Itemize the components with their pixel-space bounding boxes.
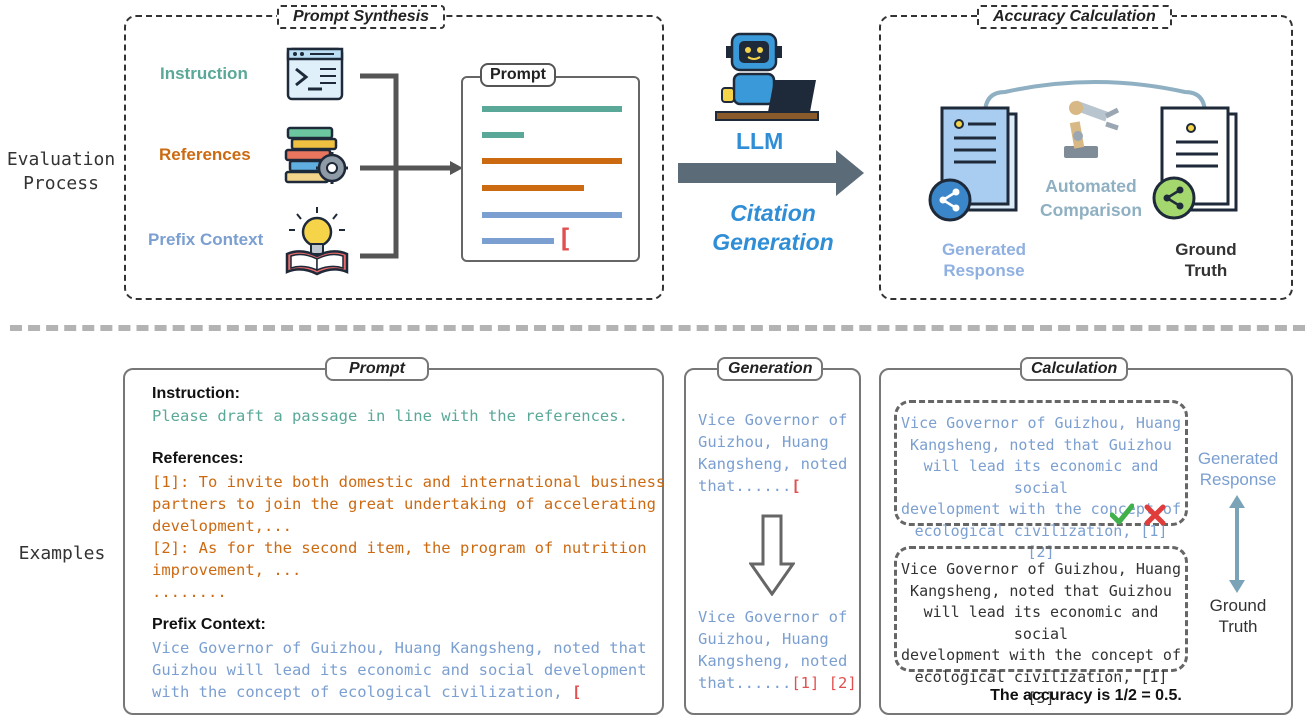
instruction-heading: Instruction: — [152, 385, 240, 402]
prompt-line-references-2 — [482, 185, 584, 191]
citation-generation-label: Citation Generation — [712, 200, 834, 255]
evaluation-process-label: Evaluation Process — [6, 149, 116, 194]
prompt-line-prefix-2 — [482, 238, 554, 244]
generation-before-text: Vice Governor of Guizhou, Huang Kangshen… — [698, 411, 848, 495]
process-arrow — [678, 150, 864, 196]
reference-line: [2]: As for the second item, the program… — [152, 539, 647, 557]
reference-line: ........ — [152, 583, 227, 601]
reference-line: development,... — [152, 517, 292, 535]
calc-ground-truth-label: Ground Truth — [1209, 596, 1267, 636]
prefix-line: Vice Governor of Guizhou, Huang Kangshen… — [152, 639, 647, 657]
accuracy-result: The accuracy is 1/2 = 0.5. — [990, 687, 1182, 704]
robot-laptop-icon — [715, 32, 819, 121]
prompt-line-references-1 — [482, 158, 622, 164]
prefix-context-heading: Prefix Context: — [152, 616, 266, 633]
cross-icon — [1144, 504, 1166, 526]
calc-truth-text: Vice Governor of Guizhou, Huang Kangshen… — [901, 560, 1181, 707]
prompt-synthesis-title: Prompt Synthesis — [277, 5, 446, 29]
prefix-line: Guizhou will lead its economic and socia… — [152, 661, 647, 679]
prompt-example-tab: Prompt — [325, 357, 429, 381]
terminal-icon — [286, 47, 344, 101]
references-text: [1]: To invite both domestic and interna… — [152, 471, 665, 603]
prefix-line: with the concept of ecological civilizat… — [152, 683, 582, 701]
calc-generated-response-label: Generated Response — [1197, 449, 1279, 489]
prompt-example-box — [123, 368, 664, 715]
prompt-card-title: Prompt — [480, 63, 556, 87]
instruction-text: Please draft a passage in line with the … — [152, 407, 628, 425]
books-gear-icon — [284, 126, 348, 184]
generation-after-text: Vice Governor of Guizhou, Huang Kangshen… — [698, 608, 857, 692]
generation-example-tab: Generation — [717, 357, 824, 381]
examples-label: Examples — [18, 543, 106, 564]
calc-generated-box — [894, 400, 1188, 526]
prefix-context-text: Vice Governor of Guizhou, Huang Kangshen… — [152, 637, 647, 703]
llm-label: LLM — [736, 128, 784, 154]
calc-truth-box — [894, 546, 1188, 672]
ground-truth-label: Ground Truth — [1175, 240, 1237, 280]
prompt-card — [461, 76, 640, 262]
calc-generated-text: Vice Governor of Guizhou, Huang Kangshen… — [901, 414, 1181, 561]
reference-line: partners to join the great undertaking o… — [152, 495, 656, 513]
prompt-card-bracket: [ — [557, 224, 573, 254]
prefix-bracket: [ — [571, 683, 582, 701]
ground-truth-document-icon — [1152, 106, 1238, 220]
prompt-line-instruction-1 — [482, 106, 622, 112]
prompt-line-instruction-2 — [482, 132, 524, 138]
connection-arc — [983, 80, 1207, 115]
references-heading: References: — [152, 450, 244, 467]
generated-response-label: Generated Response — [941, 240, 1027, 280]
generation-open-bracket: [ — [791, 477, 801, 495]
down-arrow-icon — [749, 514, 795, 596]
prompt-line-prefix-1 — [482, 212, 622, 218]
automated-comparison-label: Automated Comparison — [1039, 176, 1143, 220]
prefix-context-label: Prefix Context — [148, 230, 264, 249]
robotic-arm-icon — [1064, 100, 1120, 158]
merge-connector — [360, 73, 463, 259]
instruction-label: Instruction — [160, 64, 248, 83]
lightbulb-book-icon — [285, 207, 349, 276]
check-icon — [1110, 503, 1134, 525]
accuracy-calculation-title: Accuracy Calculation — [977, 5, 1172, 29]
generated-response-document-icon — [928, 106, 1018, 222]
references-label: References — [159, 145, 251, 164]
calculation-example-tab: Calculation — [1020, 357, 1129, 381]
generated-citations: [1] [2] — [791, 674, 857, 692]
double-arrow-icon — [1229, 495, 1245, 593]
reference-line: [1]: To invite both domestic and interna… — [152, 473, 666, 491]
section-divider — [10, 325, 1305, 331]
reference-line: improvement, ... — [152, 561, 302, 579]
